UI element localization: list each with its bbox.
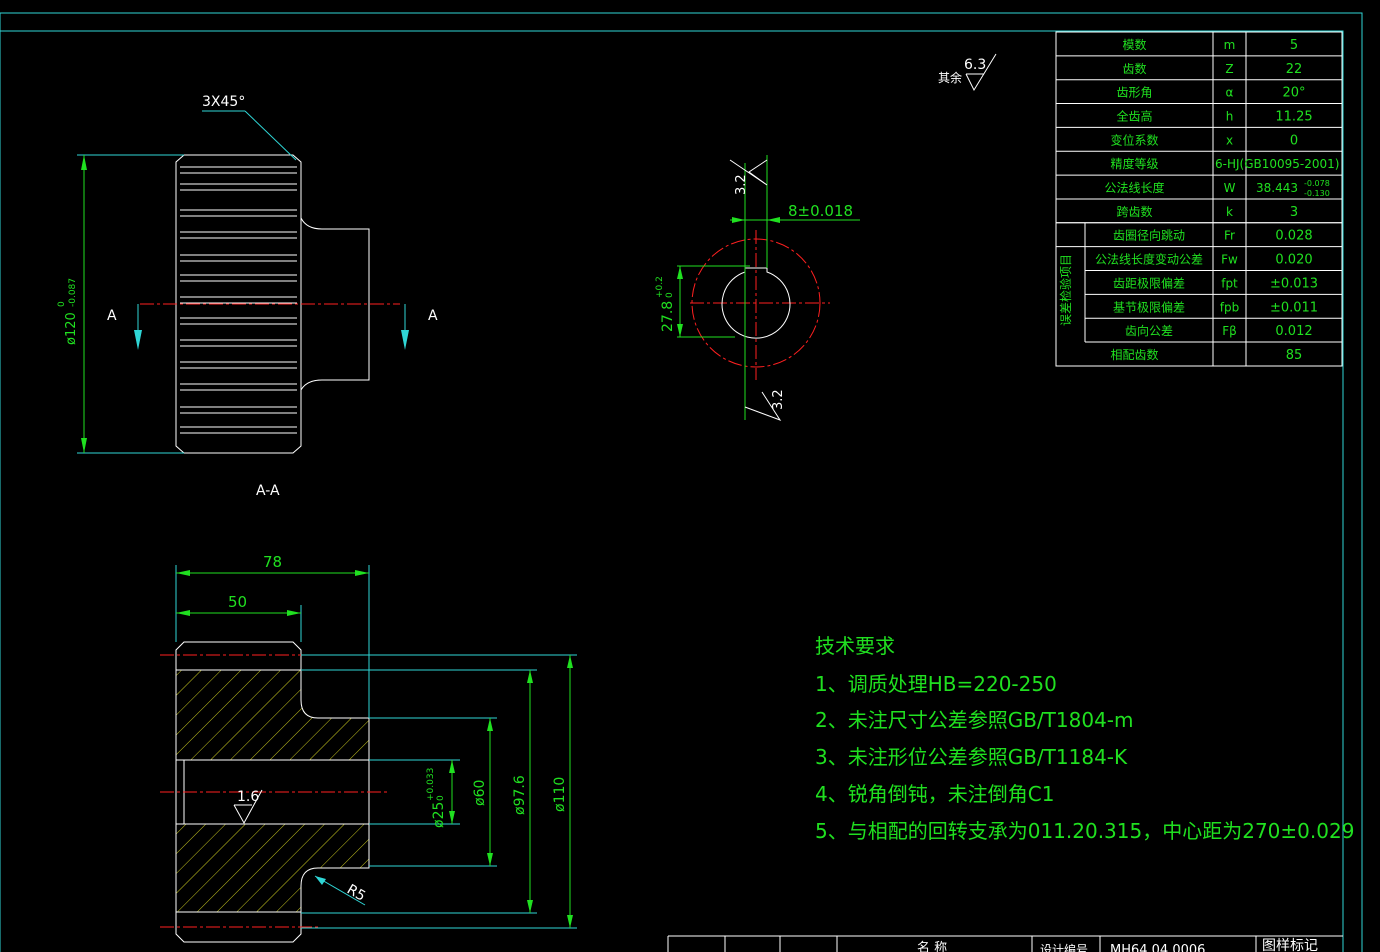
- hub-diameter-label: ø60: [472, 780, 488, 806]
- param-symbol: fpt: [1221, 276, 1238, 290]
- param-tol-lower: -0.130: [1304, 189, 1330, 198]
- param-name: 全齿高: [1116, 108, 1152, 123]
- inner-frame: [0, 30, 1344, 952]
- param-symbol: k: [1226, 205, 1233, 219]
- param-value: 38.443: [1256, 181, 1298, 195]
- diameter-120-label: ø120: [64, 312, 79, 345]
- key-depth-tol-upper: +0.2: [655, 276, 665, 298]
- requirement-item: 4、锐角倒钝，未注倒角C1: [815, 782, 1054, 806]
- roughness-top-value: 3.2: [734, 174, 749, 195]
- technical-requirements: 技术要求 1、调质处理HB=220-250 2、未注尺寸公差参照GB/T1804…: [815, 634, 1354, 843]
- param-name: 公法线长度变动公差: [1095, 252, 1203, 267]
- requirement-item: 5、与相配的回转支承为011.20.315，中心距为270±0.029: [815, 819, 1354, 843]
- hub-view: 8±0.018 27.8 +0.2 0 3.2 3.2: [655, 155, 860, 421]
- param-symbol: m: [1224, 38, 1236, 52]
- roughness-other-label: 其余: [938, 70, 962, 85]
- keyway-width-label: 8±0.018: [788, 202, 853, 220]
- param-name: 齿距极限偏差: [1113, 275, 1185, 290]
- title-block-drawing-no: MH64.04.0006: [1110, 943, 1205, 952]
- roughness-other-value: 6.3: [964, 57, 986, 73]
- title-block-name-label: 名 称: [917, 940, 947, 952]
- diameter-120-tol-upper: 0: [57, 301, 67, 307]
- bore-tol-upper: +0.033: [426, 768, 436, 801]
- length-rim-label: 50: [228, 593, 247, 611]
- title-block: 名 称 设计编号 MH64.04.0006 图样标记: [667, 935, 1343, 952]
- bore-tol-lower: 0: [436, 795, 446, 801]
- param-value: 0.012: [1275, 324, 1312, 339]
- bore-roughness-value: 1.6: [237, 789, 259, 805]
- param-symbol: h: [1226, 109, 1234, 123]
- param-value: 20°: [1282, 86, 1305, 101]
- section-view: 78 50 ø25 +0.033 0 ø60: [160, 553, 577, 943]
- chamfer-label: 3X45°: [202, 94, 245, 110]
- param-value: 6-HJ(GB10095-2001): [1215, 157, 1339, 171]
- param-value: 22: [1286, 62, 1303, 77]
- key-depth-tol-lower: 0: [665, 292, 675, 298]
- param-symbol: Fβ: [1222, 324, 1237, 338]
- param-value: 0.020: [1275, 253, 1312, 268]
- param-symbol: α: [1226, 86, 1234, 100]
- roughness-other: 其余 6.3: [938, 53, 997, 92]
- length-total-label: 78: [263, 553, 282, 571]
- param-value: 0: [1290, 133, 1298, 148]
- requirement-item: 1、调质处理HB=220-250: [815, 672, 1057, 696]
- param-symbol: Z: [1225, 62, 1233, 76]
- title-block-mark-label: 图样标记: [1262, 938, 1318, 952]
- requirement-item: 3、未注形位公差参照GB/T1184-K: [815, 745, 1128, 769]
- section-marker-left: A: [107, 308, 117, 324]
- title-block-drawing-no-label: 设计编号: [1040, 942, 1088, 952]
- param-tol-upper: -0.078: [1304, 179, 1330, 188]
- param-symbol: x: [1226, 133, 1233, 147]
- param-name: 齿圈径向跳动: [1113, 228, 1185, 243]
- key-depth-label: 27.8: [660, 301, 676, 332]
- param-name: 基节极限偏差: [1113, 299, 1185, 314]
- outer-frame: [0, 12, 1363, 952]
- param-symbol: W: [1224, 181, 1236, 195]
- section-marker-right: A: [428, 308, 438, 324]
- gear-parameter-table: 模数 m 5 齿数 Z 22 齿形角 α 20° 全齿高 h 11.25 变位系数 x 0 精度等级 6-HJ(…: [1055, 31, 1343, 367]
- param-name: 公法线长度: [1104, 180, 1164, 195]
- param-name: 齿向公差: [1125, 323, 1173, 338]
- param-name: 齿形角: [1116, 86, 1152, 100]
- section-title: A-A: [256, 483, 280, 499]
- param-symbol: fpb: [1220, 300, 1239, 314]
- requirement-item: 2、未注尺寸公差参照GB/T1804-m: [815, 708, 1134, 732]
- param-name: 变位系数: [1110, 132, 1158, 147]
- param-name: 模数: [1122, 37, 1146, 52]
- param-value: ±0.011: [1270, 300, 1318, 315]
- diameter-976-label: ø97.6: [512, 775, 528, 815]
- param-name: 齿数: [1122, 61, 1146, 76]
- param-value: 5: [1290, 38, 1298, 53]
- param-value: 0.028: [1275, 229, 1312, 244]
- bore-label: ø25: [431, 802, 447, 828]
- param-symbol: Fr: [1224, 229, 1235, 243]
- front-view: A A A-A 3X45° ø120 0 -0.087: [57, 94, 438, 499]
- param-name: 精度等级: [1110, 156, 1158, 171]
- param-value: 3: [1290, 205, 1298, 220]
- requirements-title: 技术要求: [815, 634, 895, 658]
- param-value: ±0.013: [1270, 276, 1318, 291]
- radius-label: R5: [344, 882, 368, 905]
- param-value: 11.25: [1275, 109, 1312, 124]
- param-symbol: Fw: [1221, 253, 1238, 267]
- param-value: 85: [1286, 348, 1303, 363]
- diameter-120-tol-lower: -0.087: [68, 278, 78, 307]
- diameter-110-label: ø110: [552, 777, 568, 812]
- param-group-label: 误差检验项目: [1058, 254, 1073, 326]
- roughness-bottom-value: 3.2: [771, 389, 786, 410]
- param-name: 相配齿数: [1110, 347, 1158, 362]
- param-name: 跨齿数: [1116, 204, 1152, 219]
